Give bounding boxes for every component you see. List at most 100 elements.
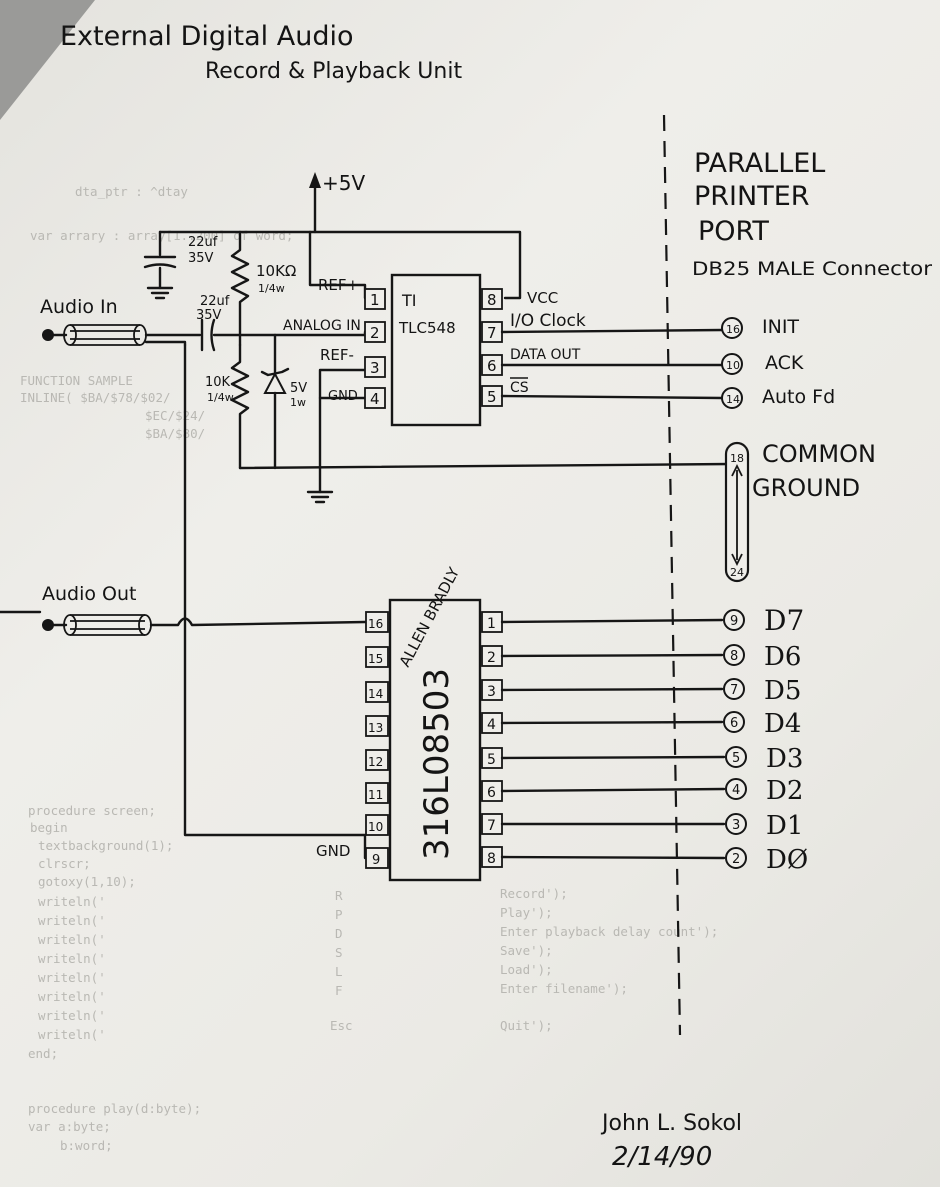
dac-pin-number: 9 <box>372 853 380 868</box>
audio-out-label: Audio Out <box>42 583 137 605</box>
cs-label: CS <box>510 380 529 396</box>
audio-in-cable-end <box>133 324 147 346</box>
ghost-line: clrscr; <box>38 856 91 871</box>
data-bus-wire <box>500 755 726 760</box>
init-label: INIT <box>762 316 799 338</box>
ghost-line: writeln(' <box>38 913 106 928</box>
data-pin-label: D2 <box>766 776 803 806</box>
connector-pin <box>725 813 747 835</box>
adc-pin-number: 2 <box>370 324 380 342</box>
adc-pin-box <box>364 288 386 310</box>
c2-plate-right <box>210 318 216 352</box>
ghost-line: $BA/$80/ <box>145 426 205 441</box>
ghost-line: textbackground(1); <box>38 838 173 853</box>
data-bus-wire <box>500 687 724 692</box>
dac-pin-number: 14 <box>368 687 383 701</box>
auto-fd-wire <box>500 394 724 400</box>
adc-pin-number: 8 <box>487 291 497 309</box>
connector-pin-number: 9 <box>730 614 738 629</box>
ghost-menu-key: R <box>335 888 343 903</box>
ground-pin-start: 18 <box>730 452 744 465</box>
adc-pin-number: 4 <box>370 390 380 408</box>
signature-date: 2/14/90 <box>612 1142 712 1172</box>
dac-pin-box <box>365 646 389 668</box>
ghost-menu-key: L <box>335 964 343 979</box>
io-clock-label: I/O Clock <box>510 311 586 331</box>
dac-pin-box <box>365 782 389 804</box>
zener-diode-icon <box>263 371 287 394</box>
ground-bus <box>238 462 732 470</box>
c1-plate-bottom <box>143 263 177 269</box>
ghost-line: INLINE( $BA/$78/$02/ <box>20 390 171 405</box>
analog-in-label: ANALOG IN <box>283 318 361 334</box>
ghost-menu-item: Quit'); <box>500 1018 553 1033</box>
dac-pin-number: 12 <box>368 755 383 769</box>
c2-value: 22uf <box>200 294 230 309</box>
ground-range-arrow-icon <box>731 463 743 477</box>
dac-pin-number: 5 <box>487 752 496 768</box>
dac-pin-number: 1 <box>487 616 496 632</box>
ghost-line: end; <box>28 1046 58 1061</box>
port-boundary-line <box>662 114 682 1036</box>
port-connector-label: DB25 MALE Connector <box>692 258 932 280</box>
adc-pin-number: 7 <box>487 324 497 342</box>
ground-pin-end: 24 <box>730 566 744 579</box>
connector-pin-number: 10 <box>726 359 740 372</box>
auto-fd-label: Auto Fd <box>762 386 835 408</box>
dac-maker: ALLEN BRADLY <box>396 564 464 670</box>
common-ground-label-2: GROUND <box>752 474 860 502</box>
data-bus-wire <box>500 653 724 658</box>
ghost-menu-item: Load'); <box>500 962 553 977</box>
audio-out-cable-end <box>138 614 152 636</box>
ghost-line: var arrary : array[1..200] of word; <box>30 228 293 243</box>
ghost-line: b:word; <box>60 1138 113 1153</box>
adc-ref-minus-wire <box>318 368 380 400</box>
data-bus-wire <box>500 855 726 860</box>
adc-pin-number: 6 <box>487 357 497 375</box>
r1-power: 1/4w <box>258 282 285 295</box>
ghost-line: writeln(' <box>38 970 106 985</box>
c2-voltage: 35V <box>196 308 222 323</box>
connector-pin-number: 7 <box>730 683 738 698</box>
connector-pin <box>721 387 743 409</box>
dac-pin-number: 11 <box>368 788 383 802</box>
port-title-3: PORT <box>698 216 769 247</box>
dac-pin-number: 10 <box>368 820 383 834</box>
ghost-line: procedure screen; <box>28 803 156 818</box>
ghost-line: $EC/$24/ <box>145 408 205 423</box>
ground-range-arrow-icon <box>731 553 743 567</box>
c1-value: 22uf <box>188 235 218 250</box>
connector-pin-number: 4 <box>732 783 740 798</box>
ref-minus-label: REF- <box>320 346 354 364</box>
dac-pin-number: 7 <box>487 818 496 834</box>
dac-gnd-label: GND <box>316 842 350 860</box>
common-ground-label-1: COMMON <box>762 440 876 468</box>
adc-chip <box>390 273 482 427</box>
dac-part-number: 316L08503 <box>417 668 457 860</box>
audio-in-shield-link <box>144 340 187 347</box>
vcc-arrow-icon <box>309 172 321 188</box>
data-pin-label: D6 <box>764 642 801 672</box>
data-bus-wire <box>500 618 724 624</box>
connector-pin-number: 8 <box>730 649 738 664</box>
adc-pin-number: 1 <box>370 291 380 309</box>
dac-pin-number: 4 <box>487 717 496 733</box>
ghost-line: writeln(' <box>38 951 106 966</box>
ghost-menu-key: D <box>335 926 343 941</box>
connector-pin <box>723 644 745 666</box>
ghost-line: gotoxy(1,10); <box>38 874 136 889</box>
port-title-2: PRINTER <box>694 181 810 212</box>
ghost-line: writeln(' <box>38 894 106 909</box>
dac-pin-number: 15 <box>368 652 383 666</box>
audio-in-label: Audio In <box>40 296 118 318</box>
data-pin-label: D3 <box>766 744 803 774</box>
adc-pin-box <box>364 356 386 378</box>
init-wire <box>500 328 724 334</box>
ghost-menu-item: Enter playback delay count'); <box>500 924 718 939</box>
dac-chip <box>388 598 482 882</box>
dac-pin-number: 3 <box>487 684 496 700</box>
vcc-pin-label: VCC <box>527 289 558 307</box>
adc-pin-number: 3 <box>370 359 380 377</box>
